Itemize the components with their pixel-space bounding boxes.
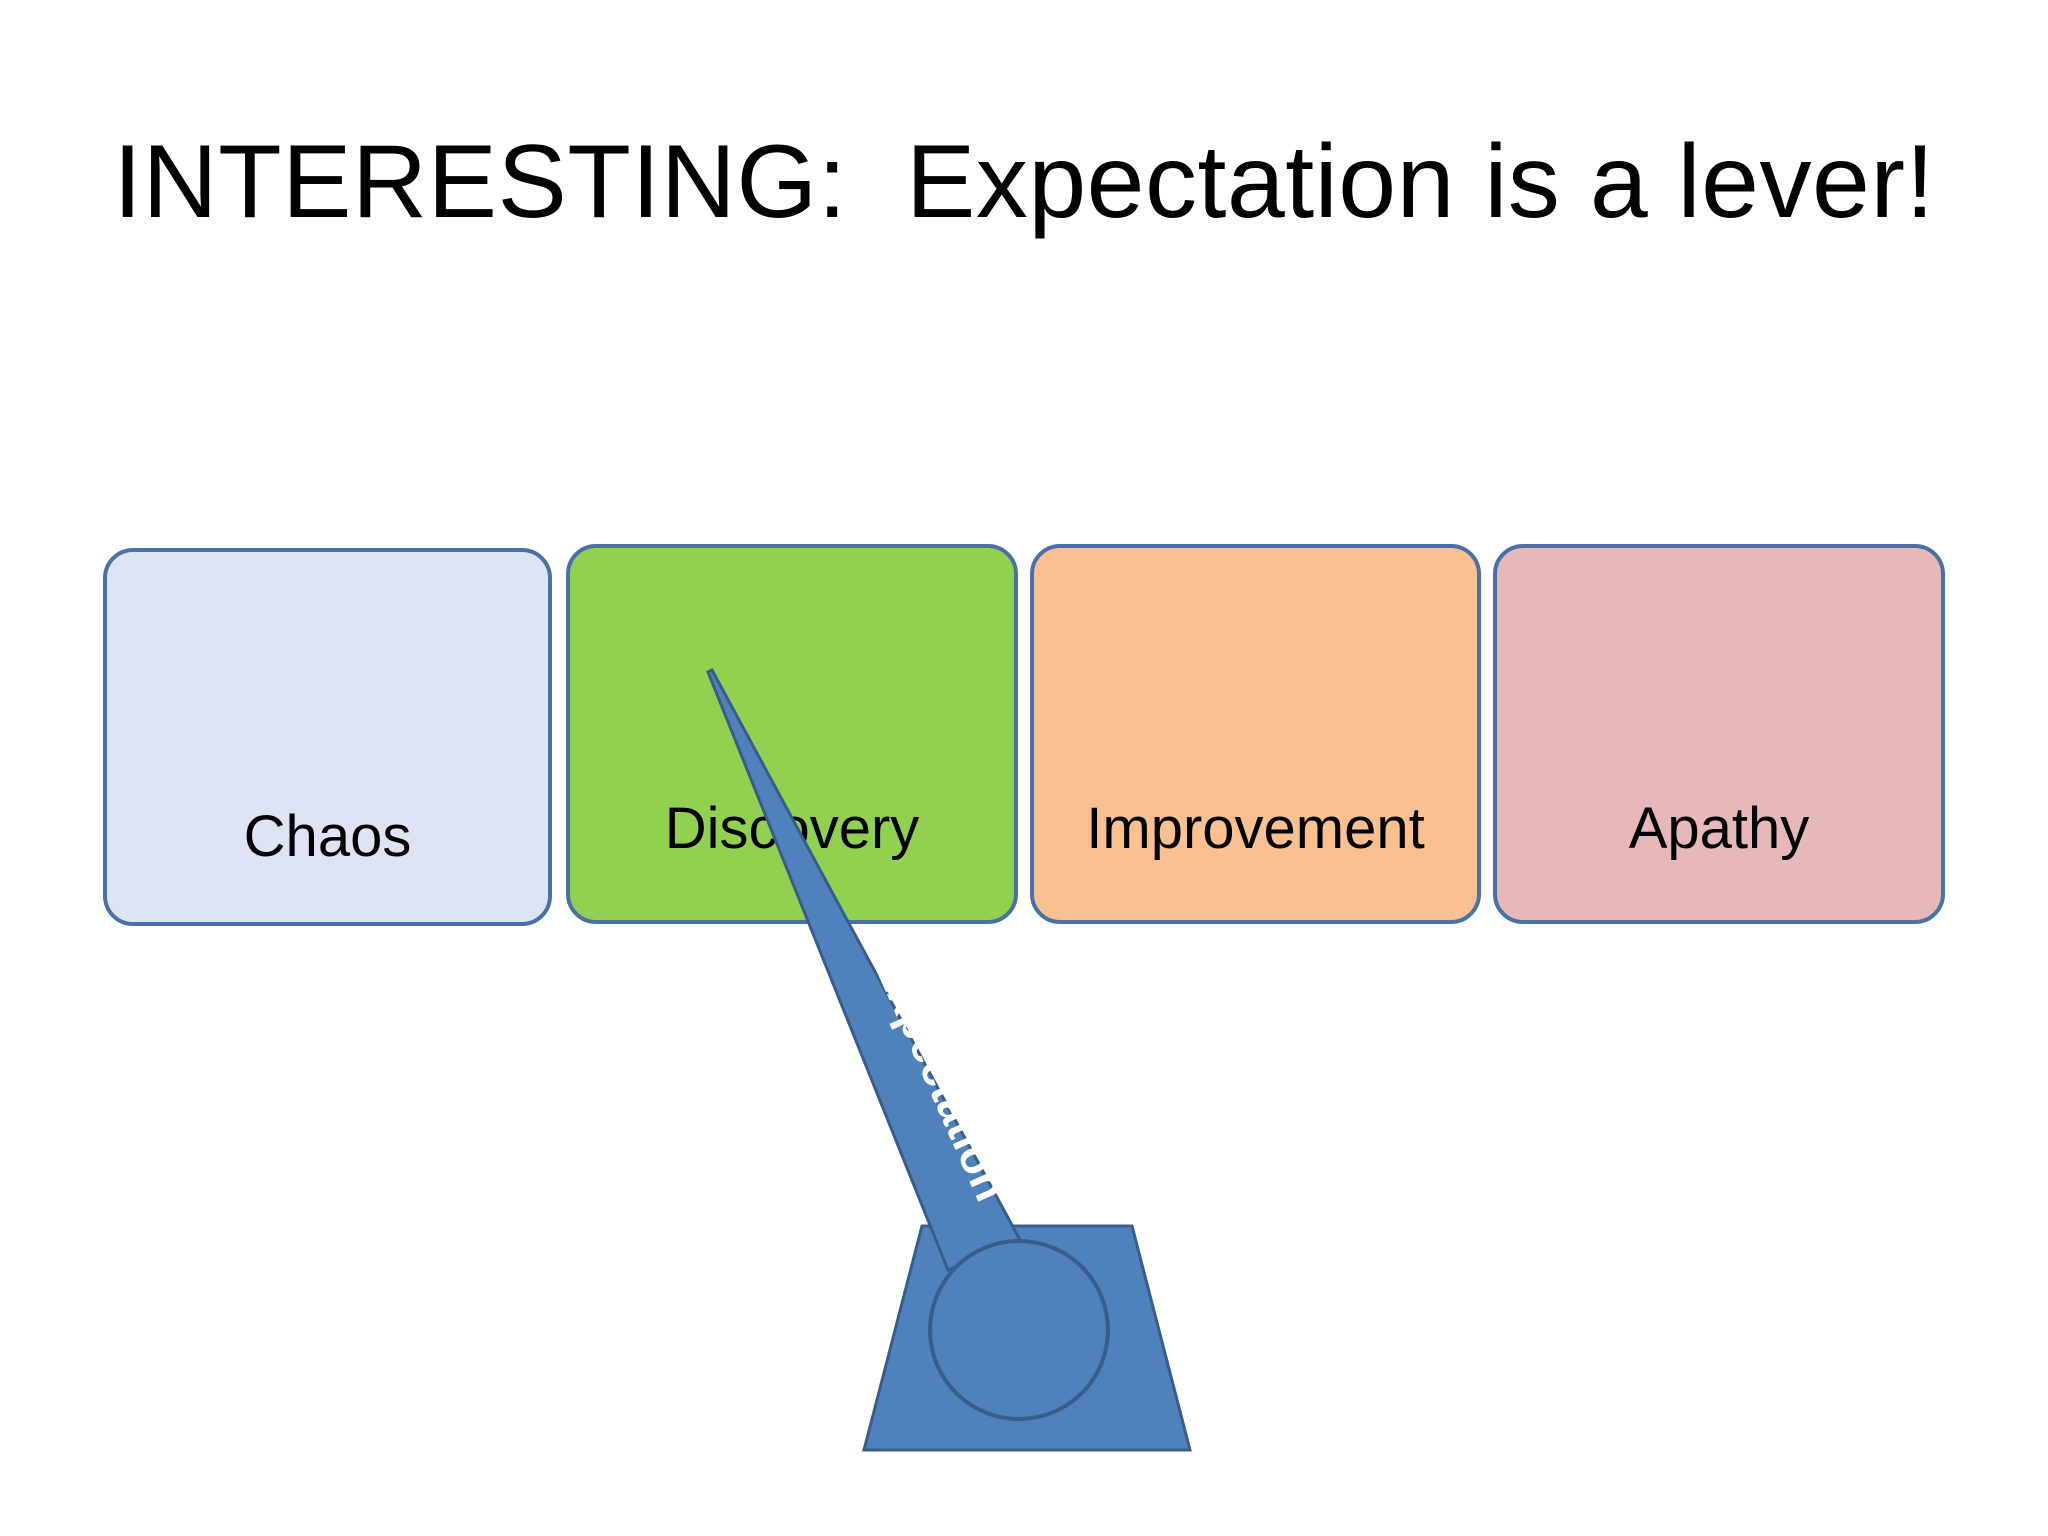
stage-label-improvement: Improvement — [1086, 796, 1425, 861]
stage-label-apathy: Apathy — [1628, 796, 1810, 861]
stage-label-chaos: Chaos — [243, 804, 412, 869]
stage-box-chaos: Chaos — [103, 548, 552, 926]
slide-title: INTERESTING: Expectation is a lever! — [113, 124, 1935, 240]
stage-box-improvement: Improvement — [1030, 544, 1481, 924]
stage-box-apathy: Apathy — [1493, 544, 1945, 924]
lever-pivot — [928, 1239, 1110, 1421]
